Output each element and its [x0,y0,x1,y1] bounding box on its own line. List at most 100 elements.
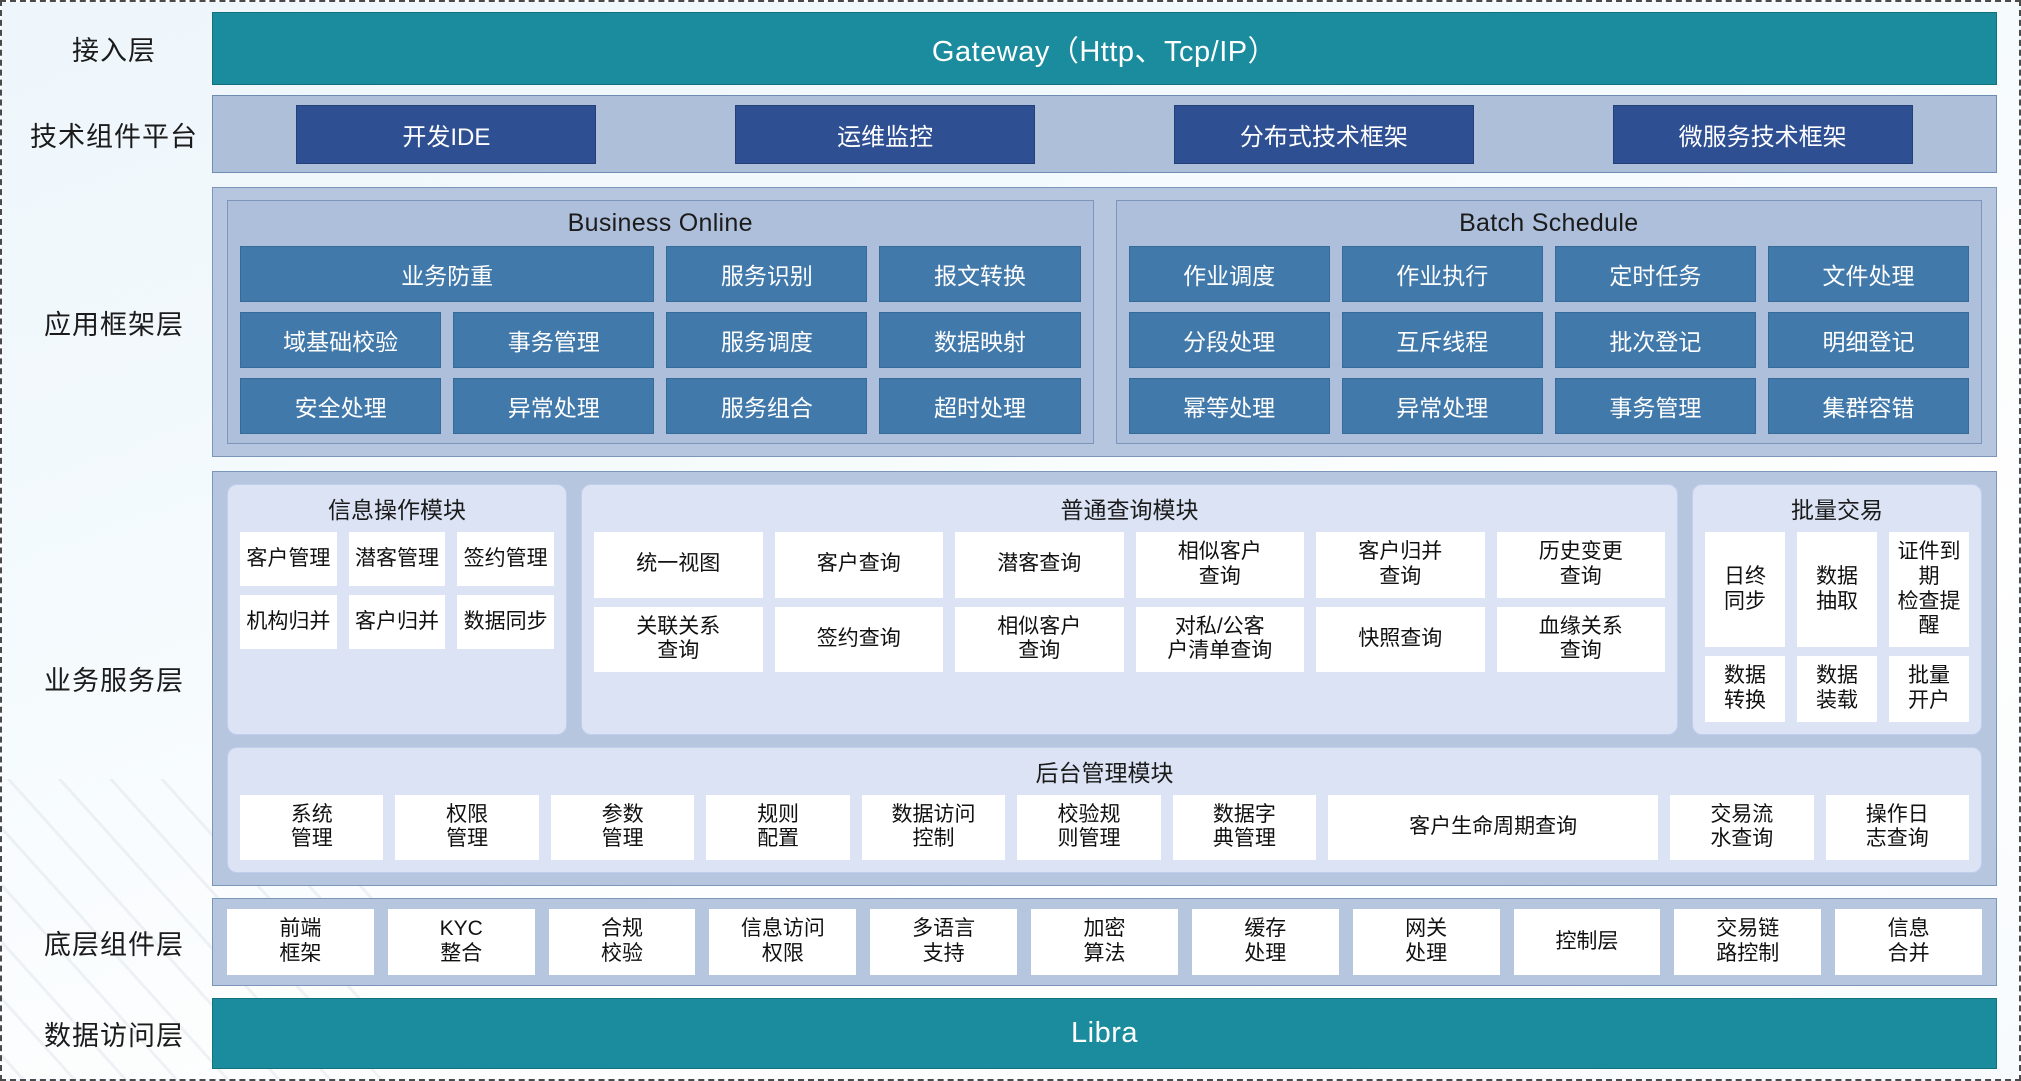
component-layer-cell[interactable]: 信息访问 权限 [709,909,857,975]
component-layer-cell[interactable]: 加密 算法 [1031,909,1178,975]
service-module-cell[interactable]: 数据 抽取 [1797,532,1877,648]
component-layer-cell[interactable]: KYC 整合 [387,909,535,975]
app-framework-panel-title-0: Business Online [567,209,753,238]
data-access-bar[interactable]: Libra [212,997,1997,1069]
tech-platform-item-1[interactable]: 运维监控 [735,104,1036,164]
app-framework-cell[interactable]: 文件处理 [1767,246,1969,303]
admin-module-cell[interactable]: 数据访问 控制 [861,794,1006,861]
layer-row-business-service: 业务服务层 信息操作模块客户管理潜客管理签约管理机构归并客户归并数据同步 普通查询… [16,471,1997,887]
layer-label-data-access: 数据访问层 [44,1020,184,1051]
app-framework-cell[interactable]: 集群容错 [1767,378,1969,435]
service-module-cell[interactable]: 机构归并 [240,595,337,650]
admin-module-cell[interactable]: 参数 管理 [550,794,695,861]
service-module-grid-2: 日终 同步数据 抽取证件到期 检查提醒数据 转换数据 装载批量 开户 [1705,532,1969,722]
admin-module-grid: 系统 管理权限 管理参数 管理规则 配置数据访问 控制校验规 则管理数据字 典管… [240,794,1969,861]
service-module-cell[interactable]: 历史变更 查询 [1496,532,1665,598]
service-module-cell[interactable]: 证件到期 检查提醒 [1889,532,1969,648]
app-framework-cell[interactable]: 超时处理 [879,378,1081,435]
layer-row-access: 接入层 Gateway（Http、Tcp/IP） [16,12,1997,86]
app-framework-cell[interactable]: 服务识别 [666,246,868,303]
app-framework-cell[interactable]: 作业调度 [1128,246,1330,303]
app-framework-cell[interactable]: 业务防重 [240,246,655,303]
admin-module-cell[interactable]: 校验规 则管理 [1017,794,1161,861]
service-module-cell[interactable]: 数据同步 [457,595,554,650]
admin-module-cell[interactable]: 系统 管理 [240,794,384,861]
app-framework-panel-0: Business Online 业务防重服务识别报文转换域基础校验事务管理服务调度… [227,200,1094,445]
component-layer-cell[interactable]: 信息 合并 [1835,909,1982,975]
service-module-cell[interactable]: 血缘关系 查询 [1496,606,1665,673]
component-layer-cell[interactable]: 网关 处理 [1352,909,1500,975]
app-framework-cell[interactable]: 定时任务 [1554,246,1756,303]
layer-label-component: 底层组件层 [44,929,184,960]
service-module-cell[interactable]: 对私/公客 户清单查询 [1135,606,1304,673]
admin-module-title: 后台管理模块 [1035,759,1174,786]
service-module-cell[interactable]: 客户查询 [774,532,943,598]
service-modules-row: 信息操作模块客户管理潜客管理签约管理机构归并客户归并数据同步 普通查询模块统一视图… [227,484,1982,735]
component-layer-cell[interactable]: 合规 校验 [548,909,696,975]
layer-label-business-service: 业务服务层 [44,666,184,697]
component-layer-cell[interactable]: 缓存 处理 [1191,909,1339,975]
service-module-cell[interactable]: 客户归并 查询 [1316,532,1485,598]
admin-module-cell[interactable]: 权限 管理 [395,794,539,861]
data-access-title: Libra [1071,1016,1138,1049]
app-framework-cell[interactable]: 幂等处理 [1128,378,1330,435]
service-module-cell[interactable]: 数据 装载 [1797,656,1877,722]
app-framework-cell[interactable]: 服务组合 [666,378,868,435]
app-framework-cell[interactable]: 异常处理 [453,378,655,435]
service-module-cell[interactable]: 签约管理 [457,532,554,587]
app-framework-cell[interactable]: 异常处理 [1341,378,1543,435]
app-framework-cell[interactable]: 服务调度 [666,312,868,369]
service-module-cell[interactable]: 日终 同步 [1705,532,1785,648]
component-layer-cell[interactable]: 多语言 支持 [870,909,1018,975]
app-framework-cell[interactable]: 分段处理 [1128,312,1330,369]
tech-platform-item-2[interactable]: 分布式技术框架 [1173,104,1474,164]
app-framework-cell[interactable]: 作业执行 [1341,246,1543,303]
service-module-cell[interactable]: 潜客查询 [955,532,1124,598]
admin-module-cell[interactable]: 操作日 志查询 [1825,794,1969,861]
app-framework-cell[interactable]: 事务管理 [1554,378,1756,435]
admin-module-cell[interactable]: 数据字 典管理 [1172,794,1317,861]
component-layer-cell[interactable]: 前端 框架 [227,909,374,975]
app-framework-cell[interactable]: 域基础校验 [240,312,442,369]
app-framework-cell[interactable]: 安全处理 [240,378,442,435]
app-framework-cell[interactable]: 互斥线程 [1341,312,1543,369]
admin-module-cell[interactable]: 客户生命周期查询 [1328,794,1659,861]
service-module-cell[interactable]: 签约查询 [774,606,943,673]
service-module-cell[interactable]: 客户管理 [240,532,337,587]
service-module-cell[interactable]: 客户归并 [348,595,446,650]
service-module-cell[interactable]: 潜客管理 [348,532,446,587]
layer-label-access: 接入层 [72,36,156,67]
tech-platform-item-0[interactable]: 开发IDE [296,104,597,164]
app-framework-cell[interactable]: 批次登记 [1554,312,1756,369]
service-module-grid-0: 客户管理潜客管理签约管理机构归并客户归并数据同步 [240,532,554,650]
service-module-title-0: 信息操作模块 [328,497,466,524]
admin-module-cell[interactable]: 交易流 水查询 [1670,794,1814,861]
service-module-title-1: 普通查询模块 [1060,497,1199,524]
service-module-2: 批量交易日终 同步数据 抽取证件到期 检查提醒数据 转换数据 装载批量 开户 [1692,484,1982,735]
app-framework-cell[interactable]: 报文转换 [879,246,1081,303]
service-module-cell[interactable]: 相似客户 查询 [955,606,1124,673]
component-layer-cell[interactable]: 控制层 [1513,909,1661,975]
app-framework-grid-0: 业务防重服务识别报文转换域基础校验事务管理服务调度数据映射安全处理异常处理服务组… [240,246,1081,435]
tech-platform-item-3[interactable]: 微服务技术框架 [1612,104,1913,164]
service-module-cell[interactable]: 关联关系 查询 [594,606,763,673]
app-framework-cell[interactable]: 明细登记 [1767,312,1969,369]
service-module-title-2: 批量交易 [1791,497,1883,524]
gateway-bar[interactable]: Gateway（Http、Tcp/IP） [212,12,1997,86]
service-module-cell[interactable]: 批量 开户 [1889,656,1969,722]
service-module-cell[interactable]: 相似客户 查询 [1135,532,1304,598]
app-framework-cell[interactable]: 事务管理 [453,312,655,369]
service-module-cell[interactable]: 统一视图 [594,532,763,598]
admin-module-cell[interactable]: 规则 配置 [706,794,850,861]
component-layer-cell[interactable]: 交易链 路控制 [1674,909,1822,975]
service-module-cell[interactable]: 快照查询 [1316,606,1485,673]
app-framework-cell[interactable]: 数据映射 [879,312,1081,369]
service-module-0: 信息操作模块客户管理潜客管理签约管理机构归并客户归并数据同步 [227,484,567,735]
service-module-cell[interactable]: 数据 转换 [1705,656,1785,722]
